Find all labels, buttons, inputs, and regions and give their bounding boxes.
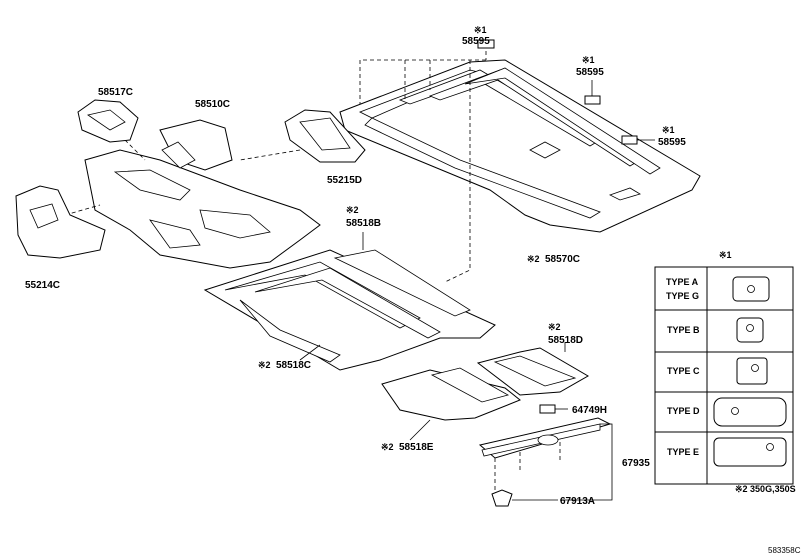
type-d-shape <box>713 397 787 427</box>
leader-67935 <box>560 423 613 501</box>
clip-67913a[interactable] <box>491 489 513 507</box>
type-c-shape <box>736 357 768 385</box>
callout-mark-58595-b: ※1 <box>582 55 595 65</box>
callout-58595-b: 58595 <box>576 67 604 78</box>
leader-58595-a <box>359 44 487 180</box>
footnote: ※2 350G,350S <box>735 484 796 494</box>
callout-58595-c: 58595 <box>658 137 686 148</box>
callout-58595-a: 58595 <box>462 36 490 47</box>
leader-55214c <box>64 204 101 216</box>
type-e-shape <box>713 437 787 467</box>
callout-58518d: 58518D <box>548 335 583 346</box>
legend-row-e-label: TYPE E <box>667 447 699 457</box>
callout-58517c: 58517C <box>98 87 133 98</box>
legend-row-b-label: TYPE B <box>667 325 700 335</box>
leader-58518c <box>299 344 321 361</box>
callout-55215d: 55215D <box>327 175 362 186</box>
callout-67935: 67935 <box>622 458 650 469</box>
leader-58570c <box>444 180 471 283</box>
insulator-58517c[interactable] <box>77 99 139 143</box>
callout-mark-58518e: ※2 <box>381 442 394 452</box>
silencer-55214c[interactable] <box>15 185 106 259</box>
callout-mark-58518d: ※2 <box>548 322 561 332</box>
legend-row-d-label: TYPE D <box>667 406 700 416</box>
callout-58518b: 58518B <box>346 218 381 229</box>
legend-mark: ※1 <box>719 250 732 260</box>
callout-mark-58518b: ※2 <box>346 205 359 215</box>
leader-58518e <box>409 419 431 441</box>
callout-mark-58595-a: ※1 <box>474 25 487 35</box>
callout-64749h: 64749H <box>572 405 607 416</box>
callout-58510c: 58510C <box>195 99 230 110</box>
clip-58595-b[interactable] <box>584 95 601 105</box>
legend-row-a-label: TYPE A <box>666 277 699 287</box>
legend-row-g-label: TYPE G <box>666 291 699 301</box>
callout-58518e: 58518E <box>399 442 434 453</box>
front-floor-58510c[interactable] <box>84 119 321 269</box>
clip-58595-c[interactable] <box>621 135 638 145</box>
floor-mat-58518e[interactable] <box>381 367 521 421</box>
callout-58518c: 58518C <box>276 360 311 371</box>
callout-55214c: 55214C <box>25 280 60 291</box>
leader-67935-dash <box>494 442 561 490</box>
callout-mark-58518c: ※2 <box>258 360 271 370</box>
silencer-55215d[interactable] <box>284 109 366 163</box>
callout-mark-58595-c: ※1 <box>662 125 675 135</box>
callout-67913a: 67913A <box>560 496 595 507</box>
scuff-plate-67935[interactable] <box>478 417 612 459</box>
floor-carpet-58570c[interactable] <box>339 59 701 233</box>
callout-mark-58570c: ※2 <box>527 254 540 264</box>
legend-row-c-label: TYPE C <box>667 366 700 376</box>
leader-55215d <box>239 149 301 161</box>
floor-mat-58518b[interactable] <box>203 249 496 371</box>
diagram-id: 583358C <box>768 546 801 555</box>
callout-58570c: 58570C <box>545 254 580 265</box>
clip-64749h[interactable] <box>539 404 556 414</box>
clip-58595-a[interactable] <box>477 39 495 49</box>
type-legend: ※1 TYPE A TYPE G TYPE B TYPE C TYPE D TY… <box>654 250 794 485</box>
floor-mat-58518d[interactable] <box>476 347 589 396</box>
